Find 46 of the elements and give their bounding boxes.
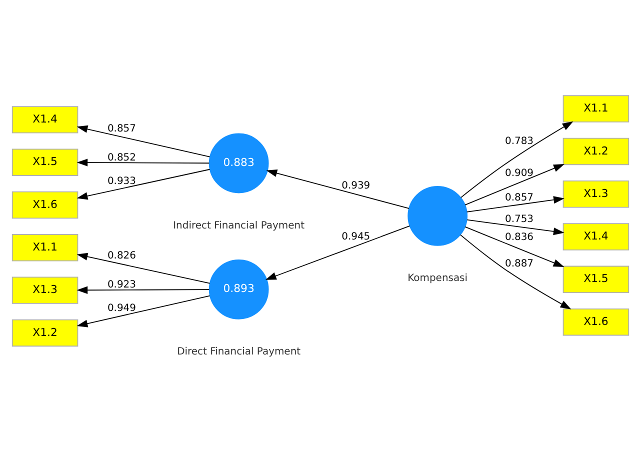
node-circle: 0.883 [208, 132, 269, 193]
node-label: Indirect Financial Payment [173, 220, 305, 231]
edge-label: 0.949 [107, 302, 136, 314]
arrow [76, 158, 210, 166]
edge-label: 0.945 [342, 230, 370, 242]
edge-label: 0.887 [504, 258, 534, 270]
node-box: X1.1 [562, 94, 630, 122]
arrow [464, 164, 564, 205]
arrow [466, 218, 564, 235]
node-label: Kompensasi [408, 272, 468, 284]
arrow [76, 168, 210, 200]
edge-label: 0.852 [107, 152, 136, 163]
node-label: Direct Financial Payment [177, 346, 301, 358]
node-box: X1.2 [12, 318, 78, 346]
node-box: X1.1 [12, 234, 78, 261]
edge-label: 0.933 [107, 175, 136, 186]
node-box: X1.3 [562, 180, 630, 208]
arrow [464, 226, 564, 267]
edge-label: 0.857 [504, 192, 534, 203]
arrow [460, 120, 574, 198]
node-box: X1.4 [562, 222, 630, 250]
arrow [76, 294, 210, 327]
node-box: X1.2 [562, 137, 630, 165]
arrow [76, 286, 210, 294]
arrow [266, 168, 410, 208]
edge-label: 0.939 [342, 180, 370, 191]
arrow [460, 234, 572, 309]
node-box: X1.5 [562, 265, 630, 293]
node-box: X1.6 [562, 308, 630, 336]
node-circle: 0.893 [208, 258, 269, 319]
node-circle [408, 185, 468, 246]
edge-label: 0.826 [107, 250, 136, 261]
node-box: X1.5 [12, 148, 78, 176]
node-box: X1.4 [12, 106, 78, 133]
arrow [265, 225, 410, 280]
edge-label: 0.836 [504, 232, 534, 243]
edge-label: 0.923 [107, 278, 136, 290]
edge-label: 0.783 [504, 136, 534, 147]
edge-label: 0.857 [107, 122, 136, 134]
arrow [76, 124, 210, 157]
edge-label: 0.753 [504, 214, 534, 225]
node-box: X1.3 [12, 276, 78, 304]
node-box: X1.6 [12, 190, 78, 218]
arrow [76, 252, 210, 284]
edge-label: 0.909 [504, 167, 534, 178]
arrow [466, 196, 564, 212]
